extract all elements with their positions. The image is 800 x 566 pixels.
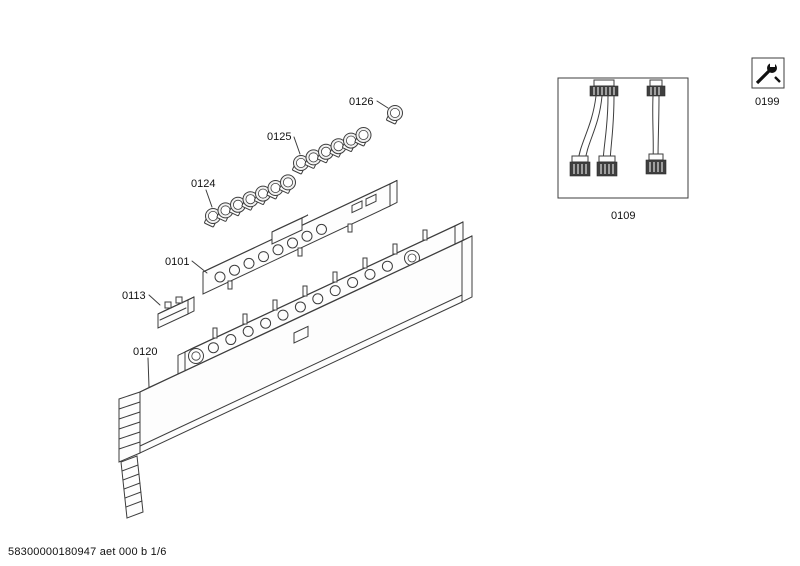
connector-block <box>646 85 666 97</box>
leader-line-0113 <box>148 294 161 306</box>
leader-line-0120 <box>147 357 150 388</box>
support-hole-row <box>207 260 393 354</box>
part-label-0120: 0120 <box>133 346 157 358</box>
module-connector <box>351 200 363 214</box>
harness-right <box>645 79 667 175</box>
harness-box-frame <box>557 77 689 199</box>
part-0101-control-module <box>202 179 398 295</box>
part-0125-button-row <box>292 127 372 175</box>
part-label-0126: 0126 <box>349 96 373 108</box>
wrench-icon <box>755 61 781 85</box>
connector-block <box>645 159 667 175</box>
part-0126-button <box>386 105 403 125</box>
leader-line-0125 <box>293 136 301 155</box>
panel-slot-cutout <box>293 325 309 344</box>
part-0120-front-panel <box>118 235 473 519</box>
part-label-0125: 0125 <box>267 131 291 143</box>
module-connector <box>365 193 377 207</box>
part-0113-switch-bracket <box>157 296 195 329</box>
footer-document-code: 58300000180947 aet 000 b 1/6 <box>8 546 167 558</box>
part-0109-cable-harness <box>557 77 689 199</box>
icon-box-frame <box>751 57 785 89</box>
part-label-0109: 0109 <box>611 210 635 222</box>
part-0124-button-row <box>204 174 296 228</box>
connector-block <box>596 161 618 177</box>
harness-left <box>569 79 619 177</box>
leader-line-0101 <box>191 260 208 274</box>
part-label-0199: 0199 <box>755 96 779 108</box>
part-label-0113: 0113 <box>122 290 146 302</box>
leader-line-0126 <box>376 100 389 109</box>
connector-block <box>569 161 591 177</box>
part-label-0124: 0124 <box>191 178 215 190</box>
part-0199-service-tool <box>751 57 785 89</box>
support-snap-tabs <box>212 229 428 339</box>
part-labels: 0126 0125 0124 0101 0113 0120 0109 0199 <box>122 96 779 388</box>
leader-line-0124 <box>205 189 213 208</box>
panel-end-rib-tail <box>120 455 144 519</box>
connector-block <box>589 85 619 97</box>
module-hole-row <box>214 223 327 283</box>
part-label-0101: 0101 <box>165 256 189 268</box>
